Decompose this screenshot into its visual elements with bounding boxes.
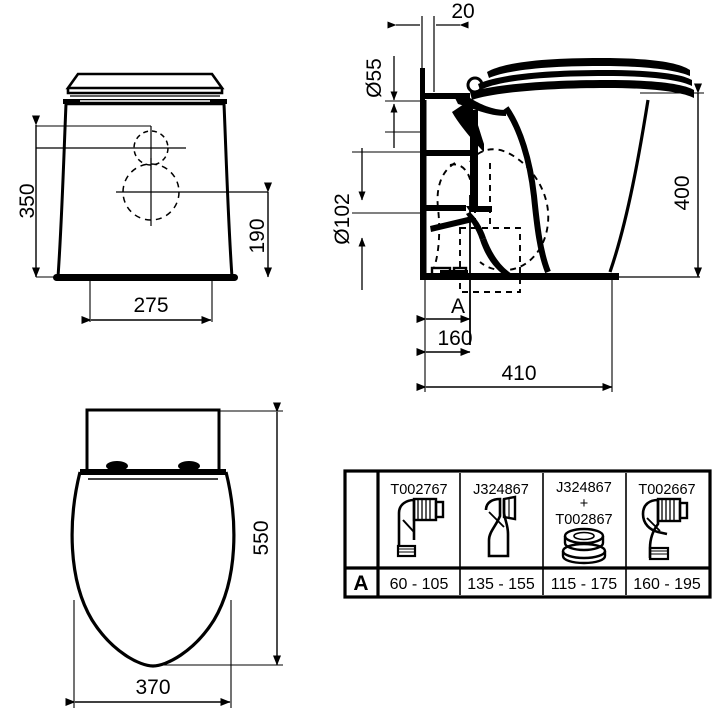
table-row-label: A: [353, 572, 368, 595]
dimension-d55: Ø55: [363, 56, 426, 148]
table-column-4: T002667 160 - 195: [633, 482, 701, 593]
dimension-410-label: 410: [501, 362, 536, 385]
table-code-3-line2: +: [580, 496, 588, 512]
connector-table: A T002767 60 - 105 J324867: [343, 469, 712, 599]
dimension-400-label: 400: [671, 175, 694, 210]
table-code-3-line3: T002867: [555, 512, 612, 528]
dimension-d102-label: Ø102: [331, 193, 354, 244]
dimension-20: 20: [387, 0, 475, 29]
table-code-2: J324867: [473, 482, 529, 498]
table-range-3: 115 - 175: [551, 576, 618, 593]
table-column-2: J324867 135 - 155: [467, 482, 535, 593]
dimension-A: A: [416, 295, 471, 323]
dimension-350: 350: [16, 115, 238, 278]
dimension-275-label: 275: [133, 294, 168, 317]
dimension-550-label: 550: [250, 520, 273, 555]
front-seat-bar: [63, 99, 227, 104]
dimension-20-label: 20: [451, 0, 474, 23]
seal-ring-icon: [561, 527, 607, 565]
front-lid: [65, 72, 225, 97]
elbow-connector-icon: [396, 497, 445, 558]
front-pan-body: [56, 102, 234, 278]
dimension-275: 275: [81, 277, 213, 324]
side-view: 20 Ø55 Ø102 400 A: [331, 0, 704, 392]
dimension-350-label: 350: [16, 183, 39, 218]
table-column-3: J324867 + T002867 115 - 175: [551, 480, 618, 593]
dimension-160-label: 160: [437, 327, 472, 350]
dimension-190: 190: [246, 182, 272, 278]
plan-hinges: [80, 461, 226, 475]
front-view: 350 190 275: [16, 72, 272, 324]
table-code-3-line1: J324867: [556, 480, 612, 496]
side-hidden-trap: [433, 148, 550, 293]
table-code-1: T002767: [390, 482, 447, 498]
dimension-410: 410: [416, 280, 613, 392]
dimension-d55-label: Ø55: [363, 58, 386, 98]
dimension-190-label: 190: [246, 218, 269, 253]
dimension-A-label: A: [451, 295, 465, 318]
dimension-160: 160: [416, 327, 473, 356]
long-elbow-connector-icon: [641, 497, 689, 561]
table-code-4: T002667: [638, 482, 695, 498]
side-floor-pad: [424, 273, 700, 280]
side-lid: [466, 58, 694, 100]
front-lower-fixing-hole: [116, 158, 268, 226]
side-outer-profile: [608, 99, 650, 273]
dimension-370: 370: [65, 600, 232, 708]
dimension-550: 550: [150, 402, 283, 666]
table-range-1: 60 - 105: [390, 576, 449, 593]
dimension-370-label: 370: [135, 676, 170, 699]
dimension-d102: Ø102: [331, 148, 424, 290]
dimension-400: 400: [640, 83, 704, 278]
table-range-2: 135 - 155: [467, 576, 535, 593]
offset-connector-icon: [484, 495, 517, 558]
front-upper-fixing-hole: [36, 126, 186, 170]
side-bowl-profile: [421, 100, 551, 280]
table-column-1: T002767 60 - 105: [390, 482, 449, 593]
plan-seat-outline: [70, 471, 236, 668]
plan-view: 550 370: [65, 402, 283, 708]
plan-lid: [85, 408, 221, 474]
table-range-4: 160 - 195: [633, 576, 701, 593]
